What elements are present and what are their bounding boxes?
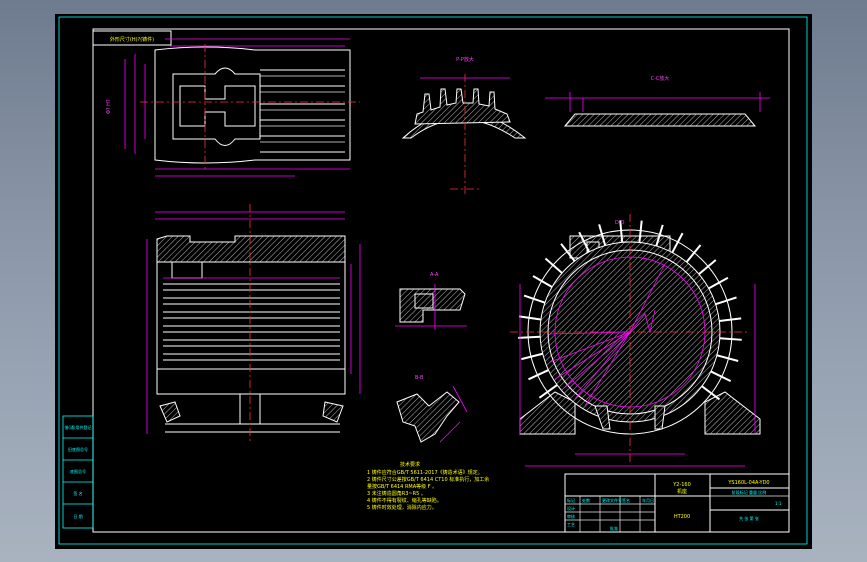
cooling-fin: [708, 276, 729, 290]
cooling-fin: [521, 352, 543, 361]
side-stamp: 借(通)用件登记 旧底图总号 底图总号 签 名 日 期: [62, 415, 94, 529]
cooling-fin: [638, 220, 643, 243]
front-view: [146, 204, 361, 444]
part-name: 机座: [677, 488, 687, 495]
stamp-1: 借(通)用件登记: [64, 424, 91, 430]
section-d-label: D-D: [615, 220, 625, 226]
tech-item-1: 1 铸件应符合GB/T 5611-2017《铸造术语》规定。: [367, 469, 483, 476]
role-4: 批准: [610, 525, 618, 531]
role-3: 工艺: [567, 522, 575, 527]
cooling-fin: [523, 294, 546, 304]
cooling-fin: [560, 243, 576, 262]
tech-item-6: 5 铸件时效处理，消除内应力。: [367, 504, 437, 511]
cooling-fin: [701, 385, 721, 401]
tech-item-5: 4 铸件不得有裂纹、缩孔等缺陷。: [367, 497, 442, 504]
cooling-fin: [544, 257, 563, 274]
cooling-fin: [716, 354, 739, 362]
title-block: Y2-160 机座 HT200 YS160L-04A-YD0 阶段标记 重量 比…: [564, 473, 790, 533]
row-label-1: 标记: [567, 497, 575, 503]
row-label-2: 处数: [582, 497, 590, 503]
row-label-5: 年月日: [642, 497, 654, 503]
cooling-fin: [715, 296, 737, 306]
tech-item-4: 3 未注铸造圆角R3~R5 。: [367, 490, 426, 497]
outer-border: [58, 16, 808, 545]
section-rib: B-B: [396, 375, 468, 443]
stamp-5: 日 期: [73, 513, 82, 519]
section-top-label: P-P放大: [456, 56, 474, 63]
row-label-3: 更改文件号: [602, 497, 622, 503]
drawing-code: YS160L-04A-YD0: [727, 480, 769, 486]
cooling-fin: [710, 370, 732, 382]
tech-requirements: 技术要求 1 铸件应符合GB/T 5611-2017《铸造术语》规定。 2 铸件…: [367, 461, 489, 511]
svg-text:Φ? H?: Φ? H?: [106, 99, 112, 114]
tech-item-3: 量按GB/T 6414 RMA等级 F 。: [367, 483, 437, 490]
part-no: Y2-160: [672, 482, 691, 488]
cooling-fin: [685, 244, 702, 263]
cooling-fin: [532, 275, 553, 288]
cooling-fin: [518, 335, 541, 339]
role-1: 设计: [567, 505, 575, 511]
cooling-fin: [528, 369, 549, 381]
tech-title: 技术要求: [400, 461, 420, 468]
scale-value: 1:1: [775, 501, 782, 506]
cooling-fin: [538, 384, 558, 399]
top-left-box-text: 外形尺寸(H)?(铸件): [110, 36, 154, 43]
tech-item-2: 2 铸件尺寸公差按GB/T 6414 CT10 标准执行，加工余: [367, 476, 489, 483]
material: HT200: [674, 514, 690, 520]
stamp-2: 旧底图总号: [68, 446, 88, 452]
cooling-fin: [598, 224, 607, 246]
top-view: Φ? H?: [106, 38, 360, 177]
section-small-label: B-B: [415, 375, 424, 381]
scale-header: 阶段标记 重量 比例: [732, 489, 767, 495]
end-view: [510, 214, 761, 467]
section-strip: C-C放大: [545, 75, 770, 127]
cooling-fin: [719, 317, 742, 323]
stamp-4: 签 名: [73, 490, 82, 496]
cooling-fin: [578, 231, 591, 253]
stamp-3: 底图总号: [70, 468, 86, 474]
section-left-label: A-A: [430, 272, 439, 278]
top-left-box: [92, 30, 172, 46]
cad-drawing: 外形尺寸(H)?(铸件) Φ? H?: [58, 16, 808, 545]
inner-frame: [92, 28, 790, 533]
cooling-fin: [518, 315, 542, 321]
cooling-fin: [719, 337, 742, 341]
section-strip-label: C-C放大: [651, 75, 670, 82]
cooling-fin: [619, 220, 624, 243]
role-2: 审核: [567, 513, 575, 519]
section-small: A-A: [395, 272, 467, 330]
cooling-fin: [698, 259, 717, 275]
sheet-number: 共 张 第 张: [739, 515, 759, 521]
cooling-fin: [671, 232, 684, 254]
section-fins: P-P放大: [401, 56, 527, 194]
row-label-4: 签名: [622, 497, 630, 503]
drawing-sheet: 外形尺寸(H)?(铸件) Φ? H?: [55, 14, 812, 549]
cooling-fin: [655, 224, 664, 247]
